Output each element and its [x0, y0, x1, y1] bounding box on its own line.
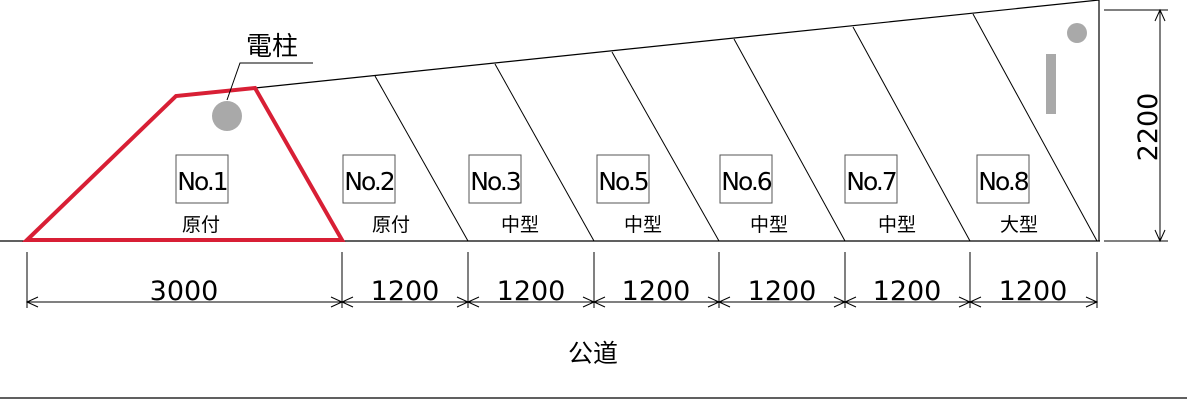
- stall-divider: [852, 26, 971, 242]
- stall-dividers: [374, 13, 1098, 242]
- gray-bar-icon: [1046, 54, 1056, 114]
- space-number-box: [844, 154, 898, 204]
- height-dimension: 2200: [1104, 8, 1168, 243]
- width-dimension-label: 1200: [999, 276, 1068, 307]
- space-number-box: [719, 154, 773, 204]
- space-type: 大型: [1000, 214, 1038, 236]
- space-number: No.6: [721, 167, 772, 196]
- width-dimension-label: 1200: [748, 276, 817, 307]
- width-dimension-label: 1200: [497, 276, 566, 307]
- highlighted-space-outline: [22, 85, 346, 242]
- pole-label: 電柱: [246, 32, 298, 62]
- dimension-arrow: [1154, 8, 1166, 22]
- width-dimensions: 3000 1200 1200 1200 1200 1200 1200: [25, 252, 1099, 308]
- dimension-arrow: [843, 296, 857, 308]
- space-number-box: [596, 154, 650, 204]
- space-number-box: [342, 154, 396, 204]
- dimension-arrow: [466, 296, 480, 308]
- space-number: No.3: [470, 167, 520, 196]
- space-number: No.1: [177, 167, 227, 196]
- width-dimension-label: 1200: [873, 276, 942, 307]
- space-type: 中型: [750, 214, 788, 236]
- space-number: No.7: [846, 167, 896, 196]
- top-boundary-line: [254, 0, 1100, 89]
- space-type: 原付: [372, 214, 410, 236]
- space-type: 中型: [624, 214, 662, 236]
- utility-pole-icon: [212, 101, 242, 131]
- space-number: No.5: [598, 167, 648, 196]
- pole-leader-line: [226, 62, 313, 101]
- stall-divider: [374, 75, 469, 242]
- width-dimension-label: 3000: [150, 276, 219, 307]
- stall-divider: [611, 51, 720, 242]
- height-dimension-label: 2200: [1133, 93, 1164, 162]
- space-number-box: [468, 154, 522, 204]
- space-number: No.8: [978, 167, 1029, 196]
- stall-divider: [733, 38, 846, 242]
- dimension-arrow: [1085, 296, 1099, 308]
- width-dimension-label: 1200: [371, 276, 440, 307]
- space-number: No.2: [344, 167, 394, 196]
- dimension-arrow: [340, 296, 354, 308]
- dimension-arrow: [968, 296, 982, 308]
- space-type: 原付: [182, 214, 220, 236]
- gray-dot-icon: [1067, 23, 1087, 43]
- road-label: 公道: [568, 339, 618, 368]
- space-number-box: [175, 154, 229, 204]
- stall-divider: [494, 63, 595, 242]
- dimension-arrow: [25, 296, 39, 308]
- dimension-arrow: [717, 296, 731, 308]
- dimension-arrow: [592, 296, 606, 308]
- stall-divider: [972, 13, 1098, 242]
- space-type: 中型: [878, 214, 916, 236]
- space-number-box: [976, 154, 1030, 204]
- width-dimension-label: 1200: [622, 276, 691, 307]
- space-labels: No.1 原付 No.2 原付 No.3 中型 No.5 中型 No.6 中型 …: [175, 154, 1038, 236]
- space-type: 中型: [501, 214, 539, 236]
- dimension-arrow: [1154, 229, 1166, 243]
